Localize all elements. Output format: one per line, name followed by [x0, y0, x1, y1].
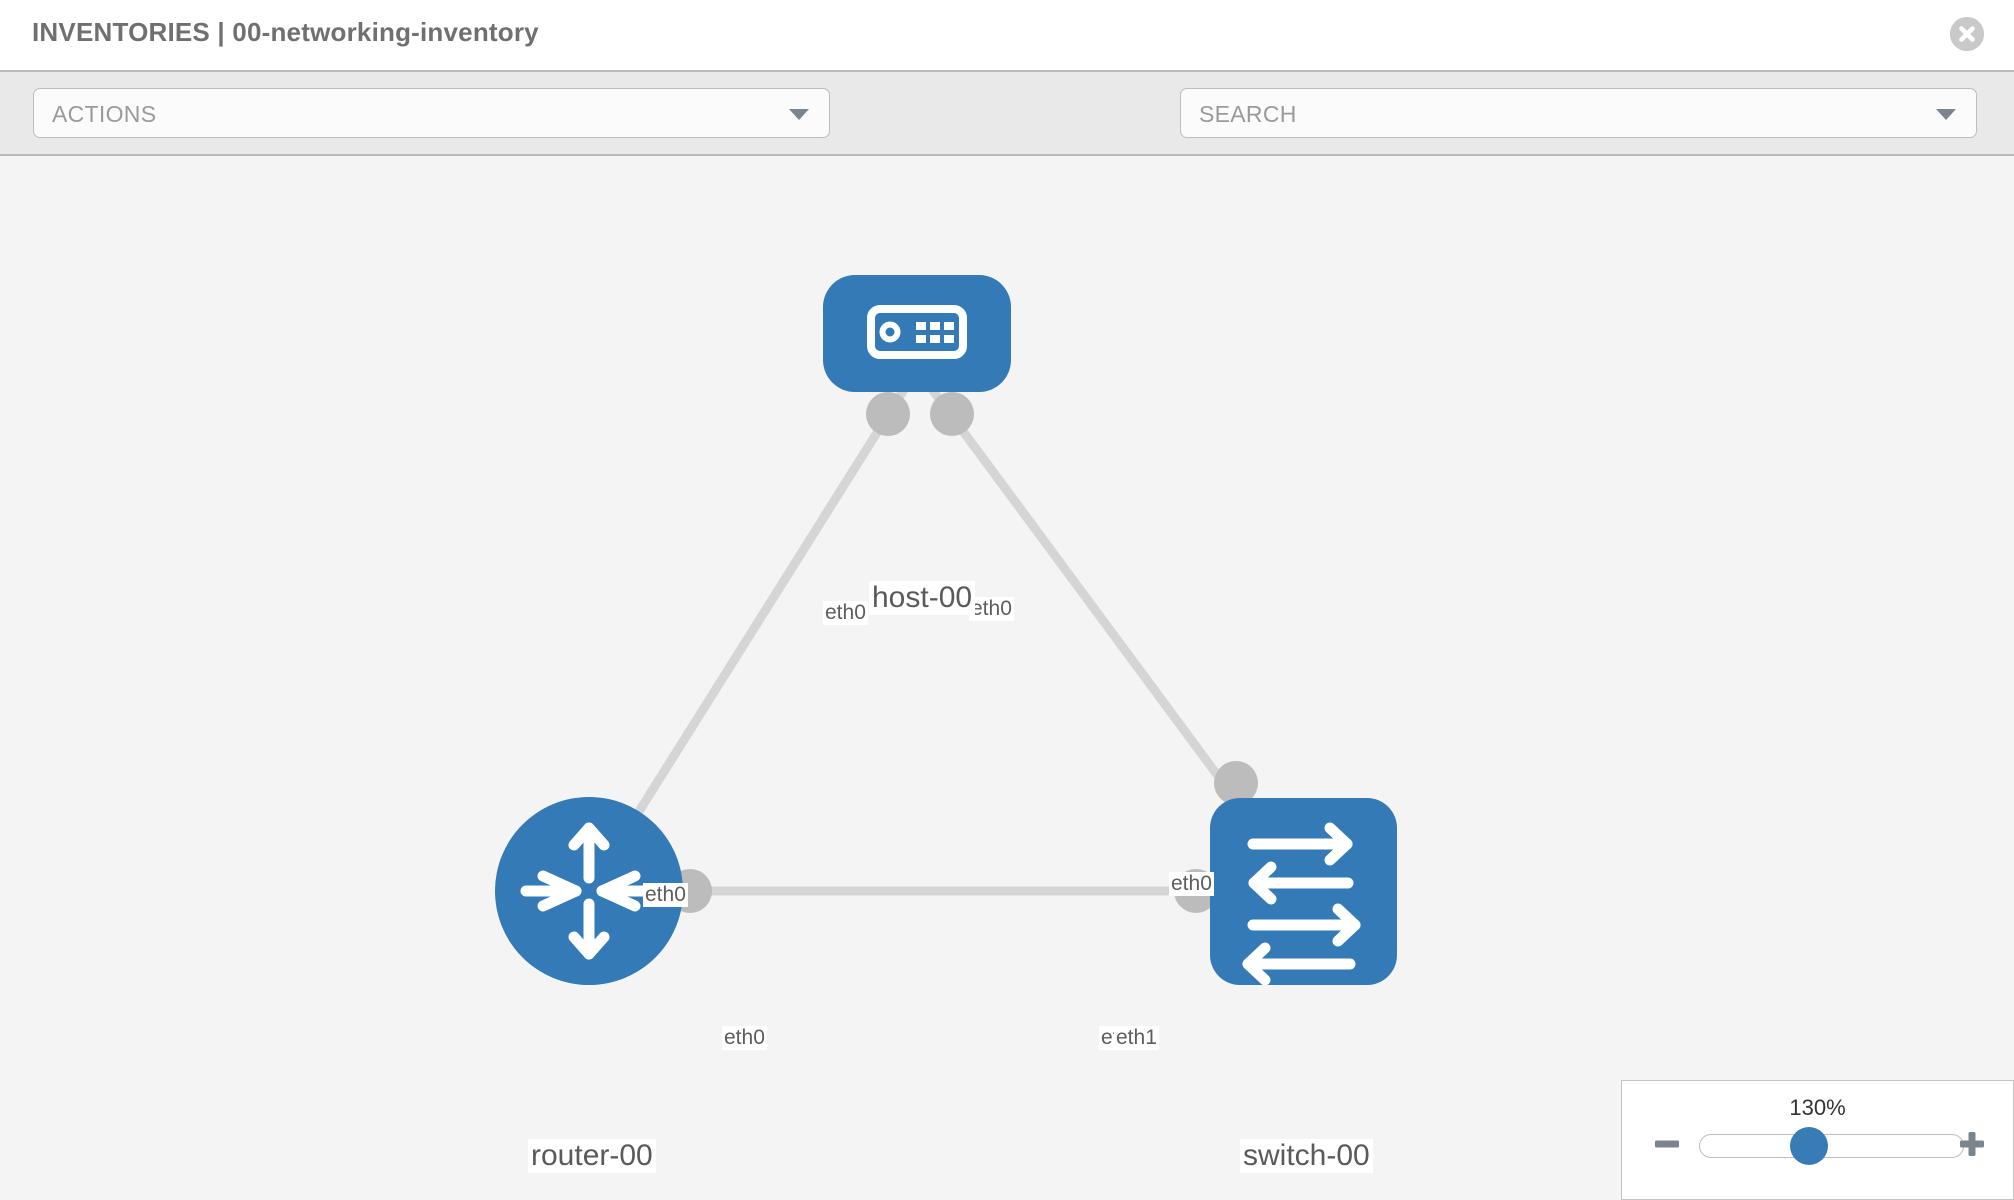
endpoint-dot[interactable]	[866, 392, 910, 436]
topology-canvas[interactable]: eth0 eth0 eth0 eth0 eth0 eth eth1 host-0…	[0, 156, 2014, 1200]
switch-arrows-icon	[1242, 822, 1361, 986]
toolbar: ACTIONS SEARCH	[0, 70, 2014, 204]
interface-label: eth0	[1169, 872, 1214, 897]
node-label-host-00: host-00	[869, 581, 976, 615]
zoom-level-value: 130%	[1789, 1095, 1846, 1120]
search-input[interactable]: SEARCH	[1180, 88, 1977, 138]
interface-label: eth0	[823, 601, 868, 626]
actions-dropdown-label: ACTIONS	[52, 101, 157, 127]
close-circle-icon	[1950, 17, 1984, 51]
zoom-slider-track[interactable]	[1699, 1134, 1964, 1158]
close-icon[interactable]	[1950, 17, 1984, 51]
page-title: INVENTORIES | 00-networking-inventory	[32, 17, 539, 47]
zoom-out-button[interactable]	[1652, 1129, 1682, 1159]
actions-dropdown[interactable]: ACTIONS	[33, 88, 830, 138]
zoom-in-button[interactable]	[1957, 1129, 1987, 1159]
chevron-down-icon[interactable]	[1936, 109, 1956, 120]
page-header: INVENTORIES | 00-networking-inventory	[0, 0, 2014, 70]
interface-label: eth1	[1114, 1026, 1159, 1051]
server-icon	[867, 305, 967, 359]
plus-icon	[1960, 1132, 1984, 1156]
zoom-slider-thumb[interactable]	[1790, 1127, 1828, 1165]
endpoint-dot[interactable]	[930, 392, 974, 436]
node-label-router-00: router-00	[528, 1139, 656, 1173]
node-switch-00[interactable]	[1210, 798, 1397, 986]
interface-label: eth0	[969, 597, 1014, 622]
node-label-switch-00: switch-00	[1240, 1139, 1373, 1173]
node-host-00[interactable]	[823, 275, 1011, 392]
interface-label: eth0	[643, 883, 688, 908]
link-host00-router00[interactable]	[585, 366, 921, 894]
topology-links	[585, 366, 1307, 896]
endpoint-dot[interactable]	[1214, 761, 1258, 805]
chevron-down-icon	[789, 109, 809, 120]
interface-label: eth0	[722, 1026, 767, 1051]
minus-icon	[1655, 1140, 1679, 1148]
topology-endpoints	[668, 392, 1258, 913]
topology-graph[interactable]	[0, 156, 2014, 1200]
search-placeholder: SEARCH	[1199, 101, 1297, 127]
zoom-control-panel: 130%	[1621, 1080, 2014, 1200]
